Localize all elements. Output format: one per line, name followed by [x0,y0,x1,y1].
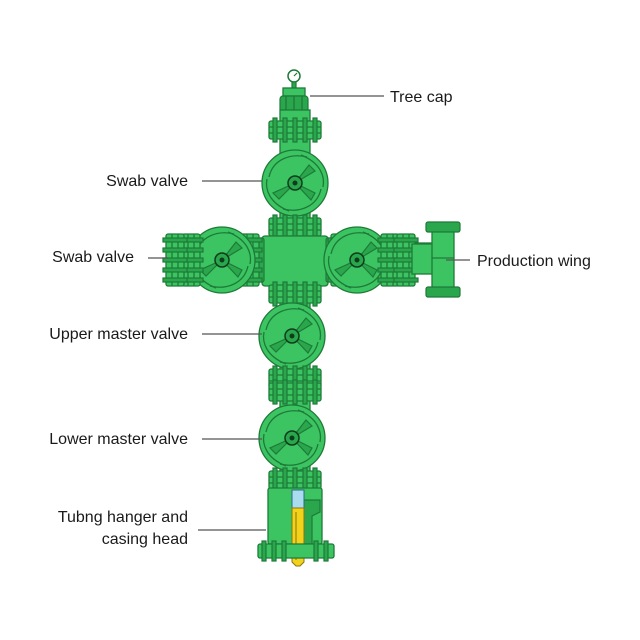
upper-master-valve-wheel [258,302,326,370]
cap-flange [268,117,322,143]
lower-cross-flange [268,281,322,307]
tubing-hanger-casing-head [257,487,335,567]
master-flange-lower [268,379,322,405]
label-upper-master-valve: Upper master valve [49,326,188,343]
lower-master-valve-wheel [258,404,326,472]
hanger-blue-seal [291,489,305,509]
left-wing-end-flange [162,233,188,287]
label-swab-valve-side: Swab valve [52,249,134,266]
label-swab-valve-top: Swab valve [106,173,188,190]
production-wing-tee [411,221,461,298]
tree-cap [279,69,309,113]
label-production-wing: Production wing [477,253,591,270]
label-lower-master-valve: Lower master valve [49,431,188,448]
swab-valve-top-wheel [261,149,329,217]
label-tubing-hanger-line1: Tubng hanger and [58,509,188,526]
label-tree-cap: Tree cap [390,89,453,106]
label-tubing-hanger-line2: casing head [102,531,188,548]
